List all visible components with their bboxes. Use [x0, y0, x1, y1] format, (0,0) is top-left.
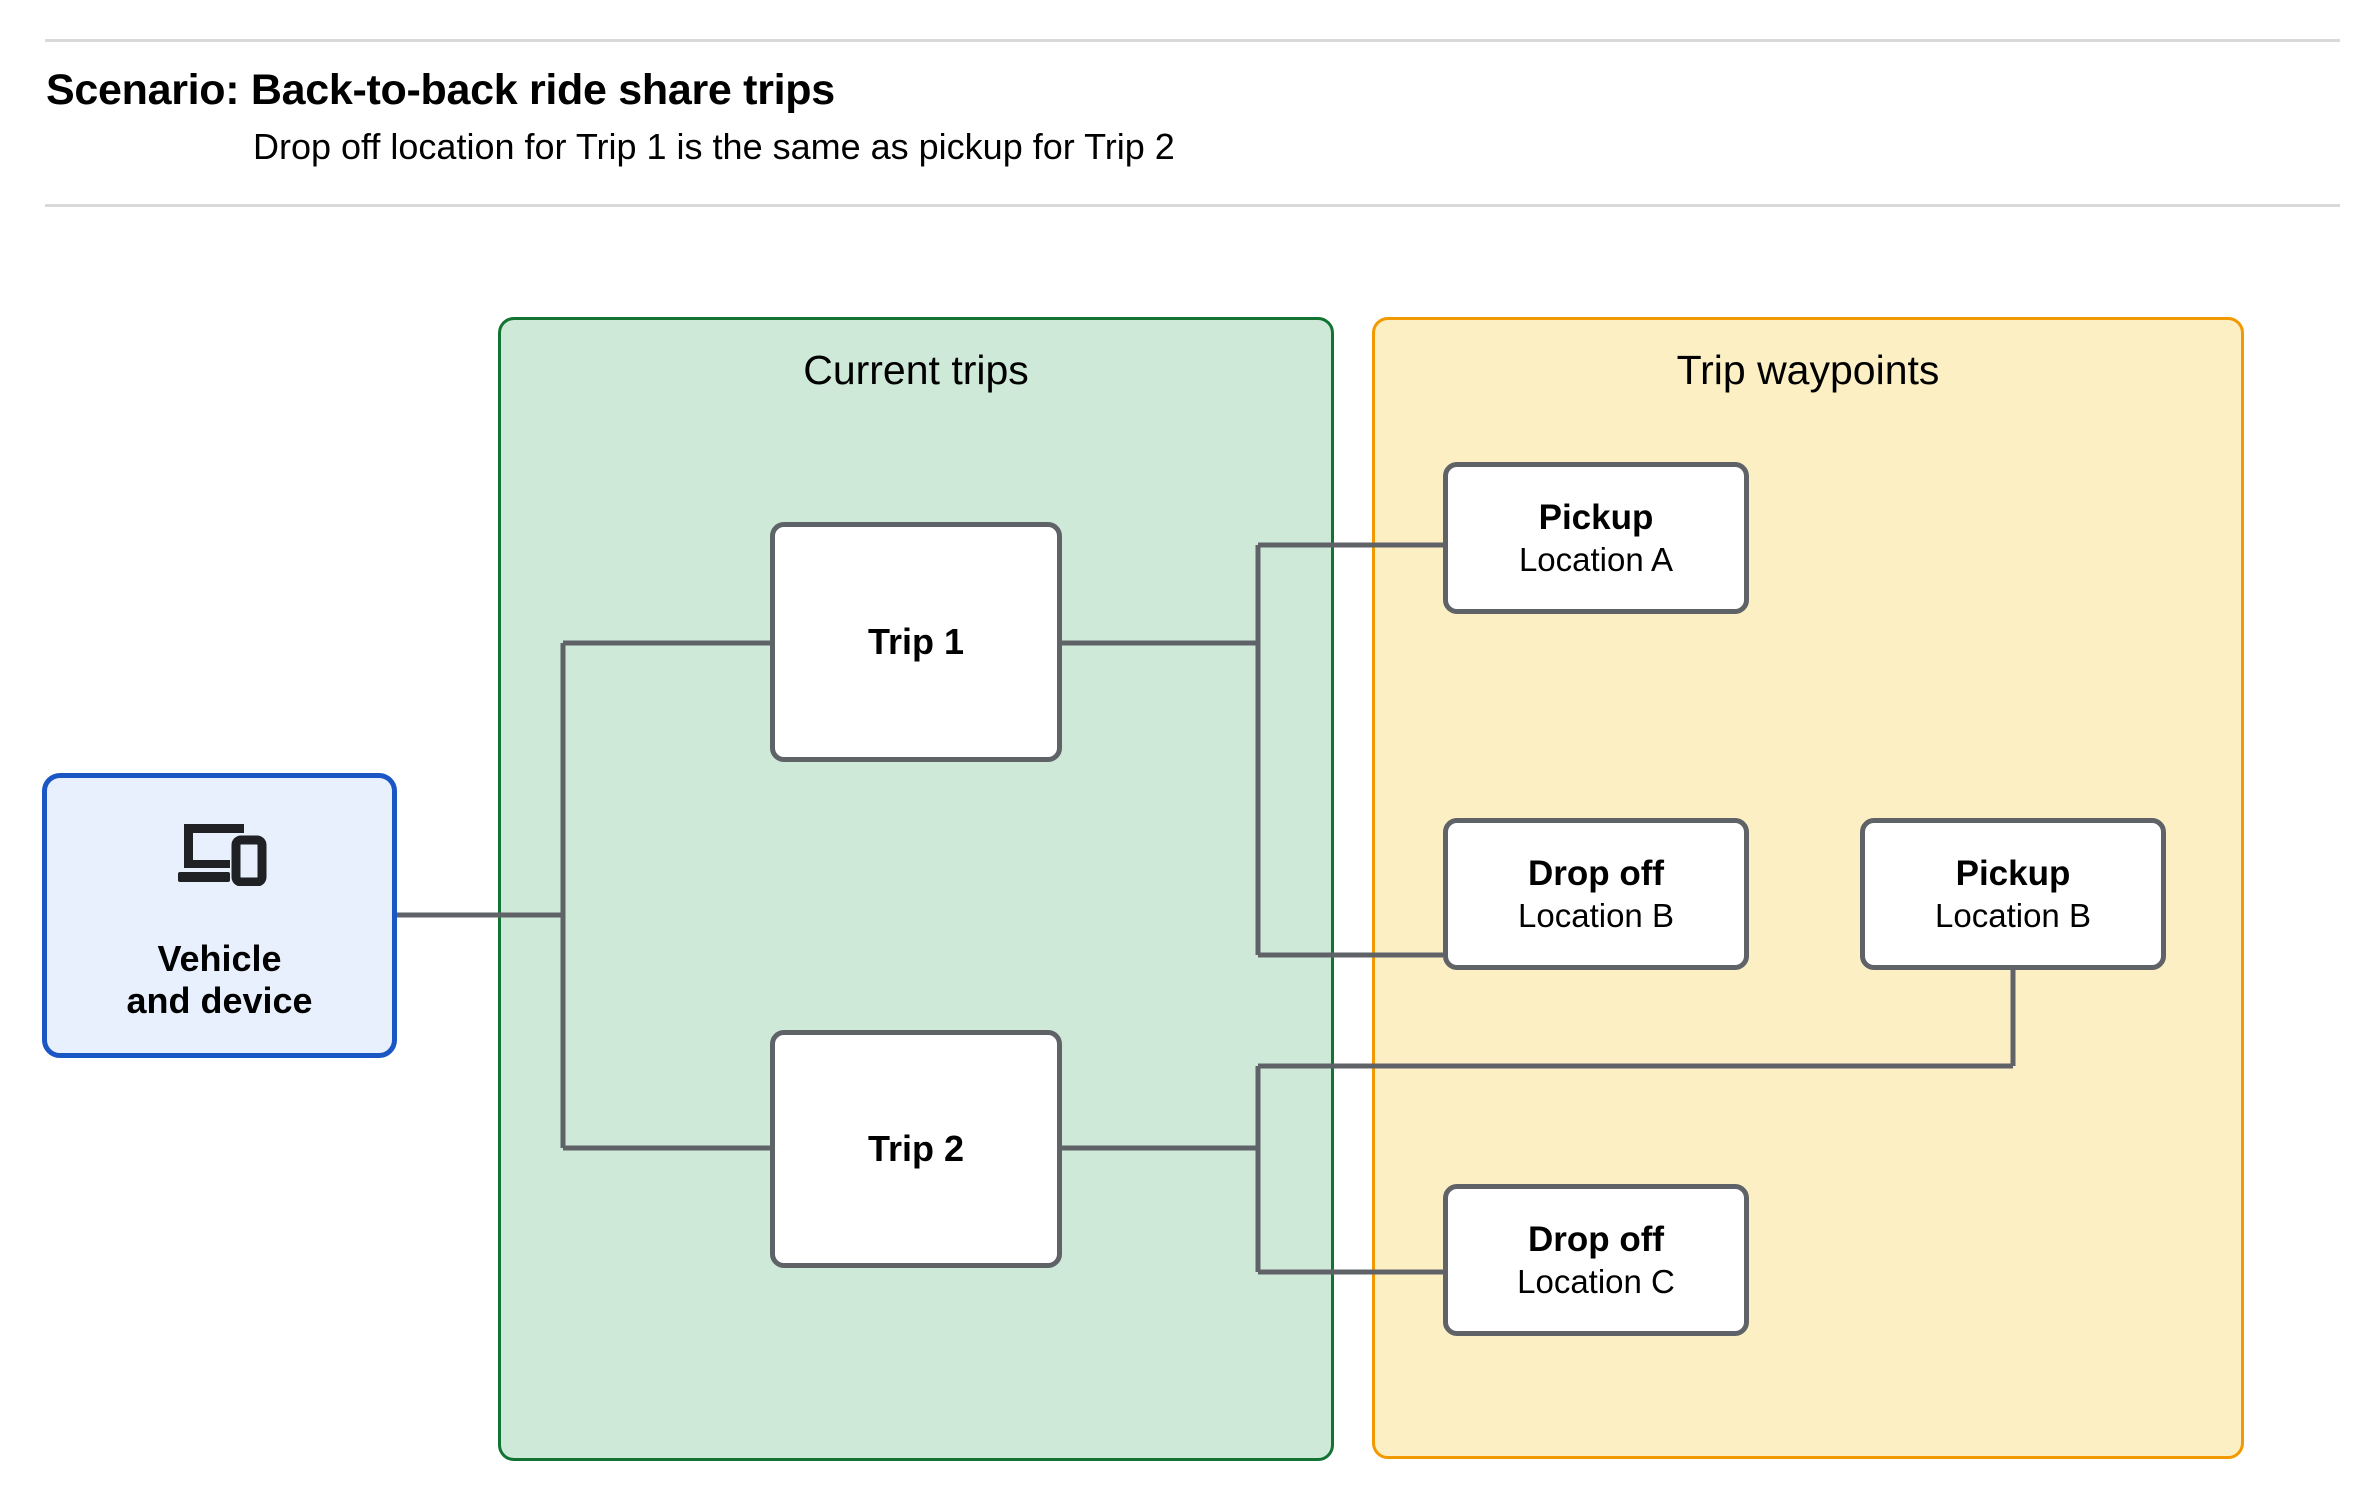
node-pickup-b-title: Pickup	[1955, 853, 2071, 893]
node-dropoff-b-title: Drop off	[1527, 853, 1665, 893]
node-vehicle-and-device[interactable]: Vehicle and device	[42, 773, 397, 1058]
page-title: Scenario: Back-to-back ride share trips	[46, 66, 835, 114]
node-vehicle-line-1: Vehicle	[157, 938, 282, 979]
group-current-trips-label: Current trips	[803, 347, 1029, 393]
node-trip-2-label: Trip 2	[867, 1127, 965, 1169]
node-pickup-a-title: Pickup	[1538, 497, 1654, 537]
node-pickup-location-a[interactable]: Pickup Location A	[1443, 462, 1749, 614]
node-trip-2[interactable]: Trip 2	[770, 1030, 1062, 1268]
node-pickup-location-b[interactable]: Pickup Location B	[1860, 818, 2166, 970]
node-dropoff-b-subtitle: Location B	[1518, 896, 1674, 934]
group-trip-waypoints-label: Trip waypoints	[1676, 347, 1940, 393]
page-subtitle: Drop off location for Trip 1 is the same…	[253, 126, 1175, 167]
node-dropoff-c-subtitle: Location C	[1517, 1262, 1675, 1300]
node-pickup-a-subtitle: Location A	[1518, 540, 1674, 578]
header-divider-bottom	[45, 204, 2340, 207]
node-trip-1-label: Trip 1	[867, 620, 965, 662]
node-pickup-b-subtitle: Location B	[1935, 896, 2091, 934]
node-vehicle-line-2: and device	[126, 980, 313, 1022]
page-header: Scenario: Back-to-back ride share trips …	[0, 0, 2357, 212]
devices-icon	[177, 824, 266, 886]
node-dropoff-location-b[interactable]: Drop off Location B	[1443, 818, 1749, 970]
node-trip-1[interactable]: Trip 1	[770, 522, 1062, 762]
node-dropoff-location-c[interactable]: Drop off Location C	[1443, 1184, 1749, 1336]
group-current-trips: Current trips	[498, 317, 1334, 1461]
node-dropoff-c-title: Drop off	[1527, 1219, 1665, 1259]
header-divider-top	[45, 39, 2340, 42]
